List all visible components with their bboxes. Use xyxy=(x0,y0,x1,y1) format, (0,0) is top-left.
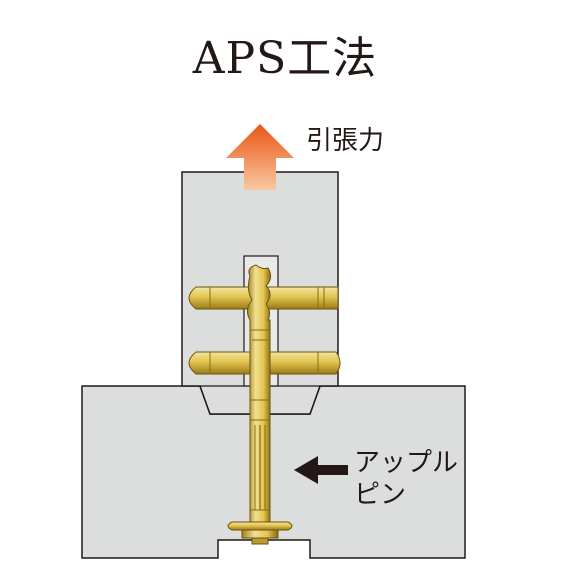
apple-pin xyxy=(227,264,293,545)
tension-label: 引張力 xyxy=(306,126,385,156)
up-arrow-icon xyxy=(226,124,294,190)
left-arrow-icon xyxy=(294,456,348,484)
apple-pin-label-line1: アップル xyxy=(354,448,459,478)
apple-pin-label-line2: ピン xyxy=(354,480,407,510)
page-title: APS工法 xyxy=(192,33,378,84)
